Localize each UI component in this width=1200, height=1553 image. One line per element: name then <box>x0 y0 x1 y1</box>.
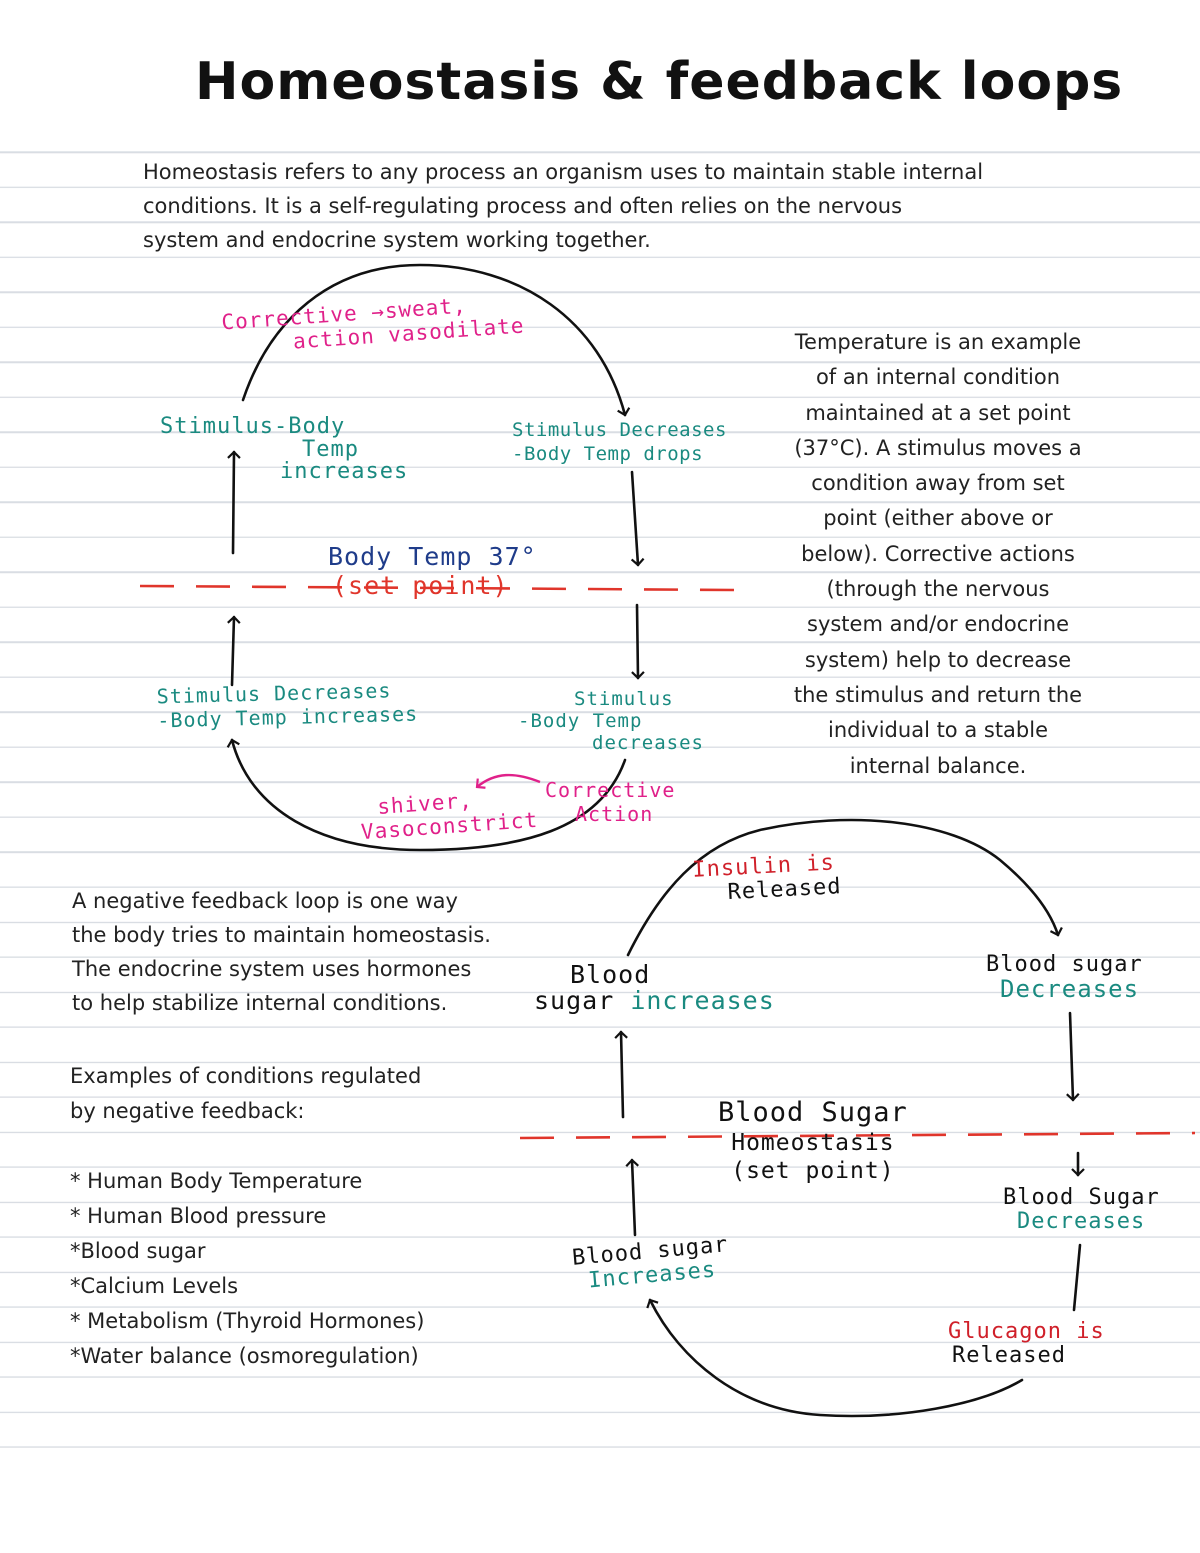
label-line: -Body Temp <box>518 710 643 732</box>
label-line: Action <box>575 802 654 826</box>
note-line: point (either above or <box>823 506 1053 531</box>
sugar-set-point-dash <box>519 1131 1196 1140</box>
examples-heading-line: by negative feedback: <box>70 1099 305 1123</box>
note-line: internal balance. <box>849 753 1027 778</box>
sugar-top-arc-arrow <box>626 818 1063 957</box>
top-arc-arrow <box>241 263 631 417</box>
right-down-arrow-2 <box>631 603 645 680</box>
blood-sugar-increases-top-label: Blood sugar increases <box>534 960 775 1015</box>
note-line: system) help to decrease <box>804 647 1072 672</box>
insulin-released-label: Insulin is Released <box>692 850 842 907</box>
label-line: Blood <box>570 960 651 989</box>
intro-line: conditions. It is a self-regulating proc… <box>143 194 903 218</box>
label-line: (set point) <box>332 571 509 600</box>
example-item: * Human Body Temperature <box>70 1169 363 1193</box>
nf-line: A negative feedback loop is one way <box>72 889 458 913</box>
left-up-arrow-1 <box>227 615 241 687</box>
blood-sugar-decreases-bottom-label: Blood Sugar Decreases <box>1003 1186 1160 1234</box>
example-item: * Human Blood pressure <box>70 1204 327 1228</box>
right-down-arrow-1 <box>630 470 645 567</box>
label-line: Released <box>952 1343 1066 1368</box>
stimulus-decreases-bottom-label: Stimulus Decreases -Body Temp increases <box>156 678 418 732</box>
stimulus-decreases-right-label: Stimulus -Body Temp decreases <box>518 688 704 754</box>
label-line: decreases <box>592 732 704 754</box>
note-line: (37°C). A stimulus moves a <box>794 435 1082 460</box>
label-line: Corrective <box>545 778 676 802</box>
sugar-bottom-arc-arrow <box>646 1298 1024 1418</box>
label-word: increases <box>630 986 775 1015</box>
sugar-left-up-arrow-2 <box>614 1030 628 1119</box>
blood-sugar-loop <box>614 818 1085 1418</box>
bottom-arc-arrow <box>226 738 627 852</box>
examples-heading-line: Examples of conditions regulated <box>70 1064 422 1088</box>
label-line: Homeostasis <box>731 1130 895 1156</box>
temp-set-point-label: Body Temp 37° (set point) <box>328 542 537 603</box>
label-line: Body Temp 37° <box>328 542 537 571</box>
label-line: Glucagon is <box>948 1319 1105 1344</box>
negative-feedback-paragraph: A negative feedback loop is one way the … <box>72 884 491 1020</box>
note-line: condition away from set <box>811 471 1065 496</box>
nf-line: The endocrine system uses hormones <box>72 957 472 981</box>
sugar-right-line <box>1072 1243 1082 1312</box>
label-line: Decreases <box>1000 975 1140 1003</box>
intro-line: system and endocrine system working toge… <box>143 228 651 252</box>
examples-section: Examples of conditions regulated by nega… <box>70 1059 424 1374</box>
shiver-pink-arrow <box>475 773 541 789</box>
glucagon-released-label: Glucagon is Released <box>948 1320 1105 1368</box>
left-up-arrow-2 <box>227 450 241 555</box>
temp-set-point-dash <box>139 584 736 592</box>
sugar-left-up-arrow-1 <box>625 1158 639 1237</box>
note-line: below). Corrective actions <box>801 541 1075 566</box>
label-line: Stimulus-Body <box>160 414 346 439</box>
nf-line: the body tries to maintain homeostasis. <box>72 923 491 947</box>
label-line: Stimulus Decreases <box>512 419 727 441</box>
note-line: the stimulus and return the <box>793 682 1083 707</box>
intro-paragraph: Homeostasis refers to any process an org… <box>143 155 983 257</box>
note-line: (through the nervous <box>826 577 1050 602</box>
label-line: -Body Temp drops <box>512 443 704 465</box>
note-line: Temperature is an example <box>794 330 1082 354</box>
page-title: Homeostasis & feedback loops <box>195 52 1124 112</box>
label-line: Decreases <box>1017 1209 1146 1234</box>
corrective-action-bottom-label: Corrective Action <box>545 778 675 826</box>
example-item: * Metabolism (Thyroid Hormones) <box>70 1309 425 1333</box>
intro-line: Homeostasis refers to any process an org… <box>143 160 984 184</box>
label-line: Stimulus <box>574 688 674 710</box>
label-line: Blood sugar <box>986 952 1143 977</box>
temperature-note: Temperature is an example of an internal… <box>758 325 1118 784</box>
label-line: Blood Sugar <box>1003 1185 1160 1210</box>
temperature-loop <box>226 263 645 852</box>
note-line: system and/or endocrine <box>807 612 1069 637</box>
label-line: (set point) <box>731 1158 895 1184</box>
label-line: Temp <box>302 437 359 462</box>
sugar-set-point-label: Blood Sugar Homeostasis (set point) <box>718 1097 908 1185</box>
sugar-right-down-arrow-1 <box>1066 1011 1080 1102</box>
label-line: increases <box>280 459 409 484</box>
note-line: maintained at a set point <box>805 400 1071 425</box>
note-line: individual to a stable <box>827 718 1049 743</box>
nf-line: to help stabilize internal conditions. <box>72 991 448 1015</box>
label-word: sugar <box>534 986 615 1015</box>
note-line: of an internal condition <box>815 365 1061 390</box>
label-line: Blood Sugar <box>718 1097 908 1128</box>
stimulus-decreases-top-label: Stimulus Decreases -Body Temp drops <box>512 418 727 466</box>
blood-sugar-decreases-top-label: Blood sugar Decreases <box>986 952 1143 1003</box>
example-item: *Calcium Levels <box>70 1274 239 1298</box>
stimulus-increases-label: Stimulus-Body Temp increases <box>160 415 408 483</box>
example-item: *Water balance (osmoregulation) <box>70 1344 419 1368</box>
example-item: *Blood sugar <box>70 1239 206 1263</box>
